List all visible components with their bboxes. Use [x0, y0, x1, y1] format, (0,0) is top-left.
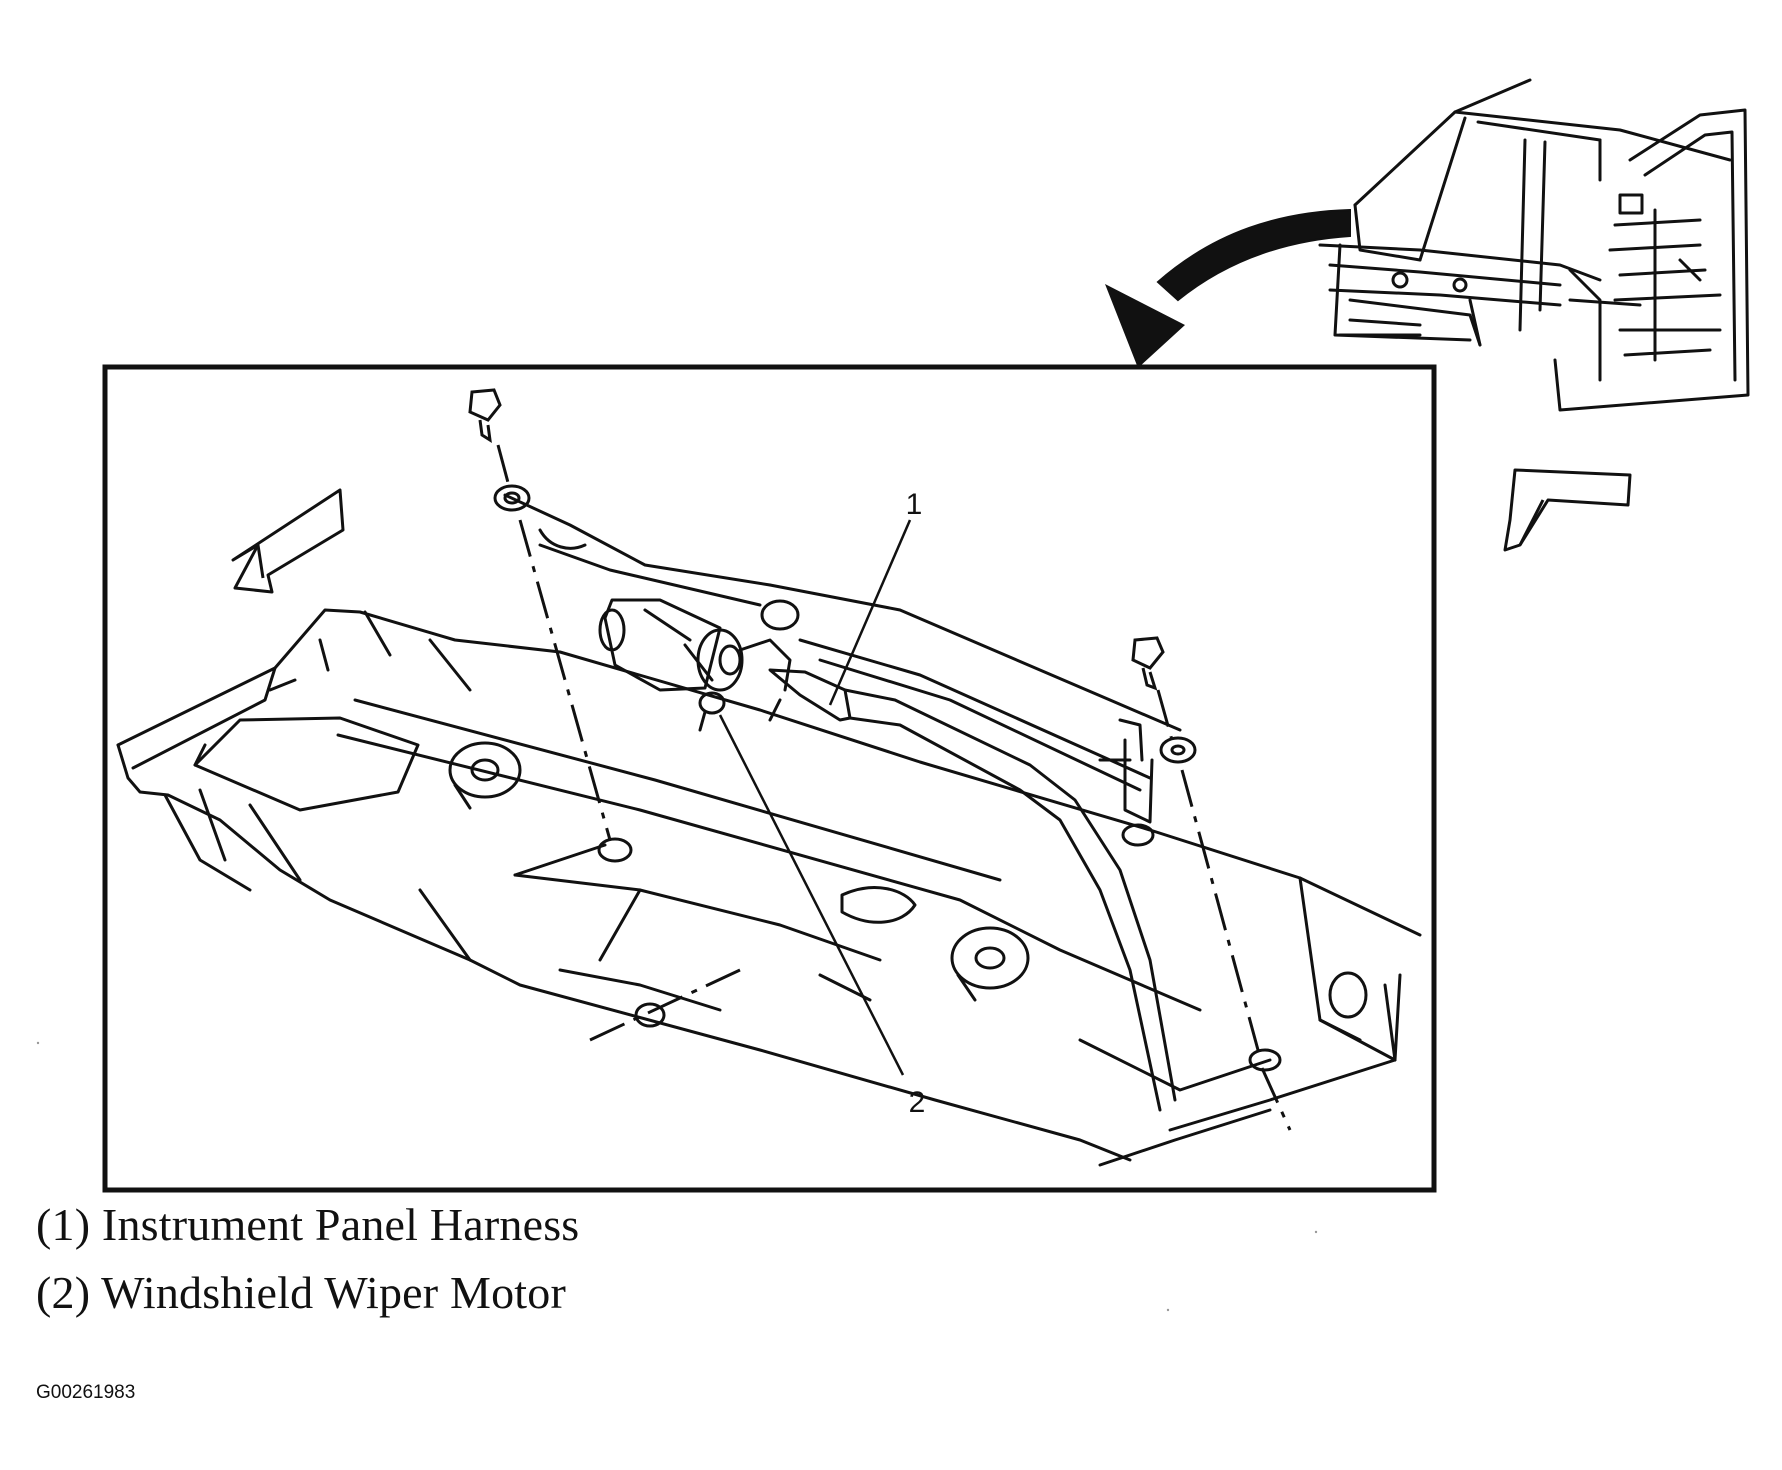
upper-right-bolt	[1131, 636, 1165, 691]
legend-item-1: (1) Instrument Panel Harness	[36, 1199, 580, 1250]
callout-2-number: 2	[909, 1086, 926, 1119]
figure-id: G00261983	[36, 1382, 136, 1403]
front-direction-arrow-right	[1503, 468, 1632, 552]
cowl-panel	[116, 608, 1422, 1167]
curved-locator-arrow	[1105, 208, 1351, 368]
wiper-motor	[598, 598, 792, 732]
callout-2: 2	[718, 714, 926, 1119]
instrument-panel-harness	[768, 668, 1177, 1112]
wiper-linkage	[493, 484, 1197, 847]
callout-1: 1	[828, 488, 923, 706]
scan-specks	[36, 1041, 1318, 1312]
vehicle-locator-illustration	[1318, 78, 1750, 412]
bolt-alignment-lines	[496, 444, 1292, 1131]
detail-frame	[102, 364, 1437, 1193]
upper-left-bolt	[468, 388, 502, 443]
front-direction-arrow-left	[231, 488, 345, 594]
callout-1-number: 1	[906, 488, 923, 521]
legend-item-2: (2) Windshield Wiper Motor	[36, 1267, 566, 1318]
